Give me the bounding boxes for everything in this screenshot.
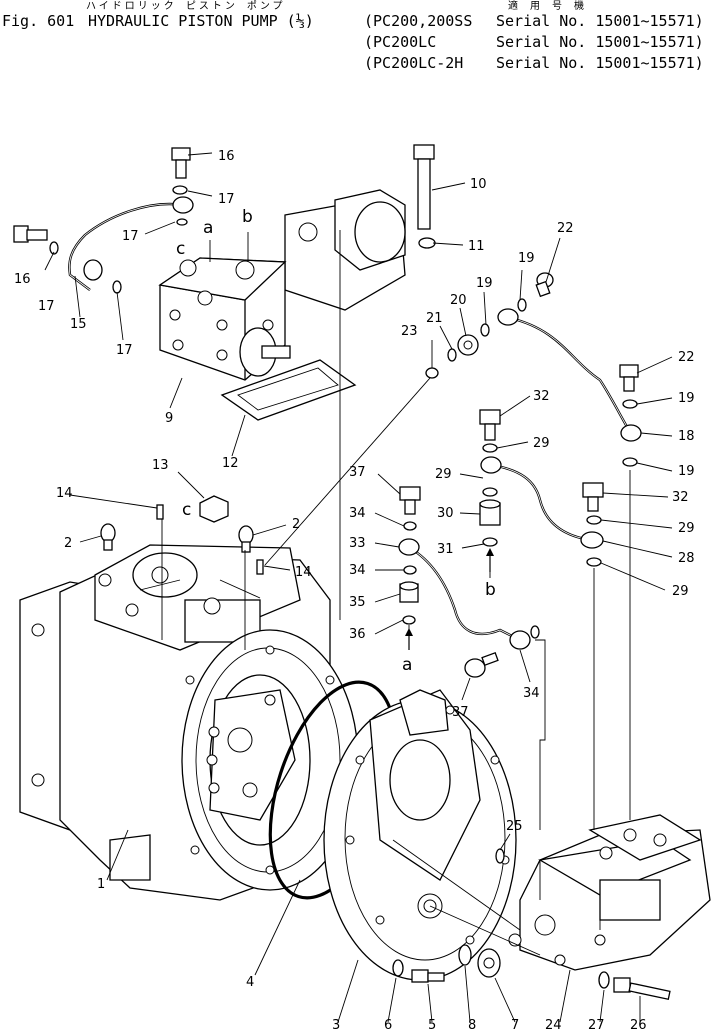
control-valve-block: [508, 814, 711, 971]
callout-number: 34: [523, 686, 540, 701]
callout-number: 22: [557, 221, 574, 236]
callout-number: 37: [349, 465, 366, 480]
callout-number: 12: [222, 456, 239, 471]
figure-number: Fig. 601: [2, 12, 75, 30]
callout-number: 1: [97, 877, 105, 892]
callout-number: 33: [349, 536, 366, 551]
callout-number: 29: [533, 436, 550, 451]
connection-letter: a: [203, 218, 213, 238]
callout-number: 11: [468, 239, 485, 254]
callout-number: 37: [452, 705, 469, 720]
callout-number: 6: [384, 1018, 392, 1029]
callout-number: 7: [511, 1018, 519, 1029]
callout-number: 5: [428, 1018, 436, 1029]
callout-number: 34: [349, 506, 366, 521]
callout-number: 21: [426, 311, 443, 326]
callout-number: 8: [468, 1018, 476, 1029]
gasket: [220, 359, 357, 421]
callout-number: 34: [349, 563, 366, 578]
callout-number: 24: [545, 1018, 562, 1029]
callout-number: 36: [349, 627, 366, 642]
callout-number: 14: [56, 486, 73, 501]
callout-number: 17: [122, 229, 139, 244]
callout-labels: 1 2 2 3 4 5 6 7 8 9 10 11 12 13 14 14 15…: [14, 149, 695, 1029]
callout-number: 19: [678, 464, 695, 479]
callout-number: 15: [70, 317, 87, 332]
callout-number: 28: [678, 551, 695, 566]
serial-range: Serial No. 15001~15571): [496, 33, 704, 51]
connection-letter-labels: a a b b c c: [176, 207, 496, 675]
callout-number: 35: [349, 595, 366, 610]
callout-number: 26: [630, 1018, 647, 1029]
pump-housing: [19, 544, 359, 901]
callout-number: 32: [533, 389, 550, 404]
callout-number: 32: [672, 490, 689, 505]
model-name: (PC200LC: [364, 33, 437, 51]
callout-number: 17: [116, 343, 133, 358]
callout-number: 31: [437, 542, 454, 557]
connection-letter: b: [242, 207, 253, 227]
regulator-valve-block: [158, 189, 406, 381]
callout-number: 10: [470, 177, 487, 192]
callout-number: 29: [672, 584, 689, 599]
end-cover: [323, 689, 517, 981]
serial-range: Serial No. 15001~15571): [496, 54, 704, 72]
callout-number: 17: [38, 299, 55, 314]
callout-number: 4: [246, 975, 254, 990]
connection-letter: c: [176, 239, 185, 259]
callout-number: 30: [437, 506, 454, 521]
callout-number: 19: [476, 276, 493, 291]
callout-number: 18: [678, 429, 695, 444]
connection-letter: c: [182, 500, 191, 520]
model-name: (PC200LC-2H: [364, 54, 464, 72]
callout-number: 13: [152, 458, 169, 473]
callout-number: 29: [678, 521, 695, 536]
model-name: (PC200,200SS: [364, 12, 473, 30]
callout-number: 19: [518, 251, 535, 266]
flow-arrows: [405, 548, 494, 650]
callout-number: 14: [295, 565, 312, 580]
callout-number: 23: [401, 324, 418, 339]
serial-range: Serial No. 15001~15571): [496, 12, 704, 30]
callout-number: 16: [14, 272, 31, 287]
callout-number: 3: [332, 1018, 340, 1029]
callout-number: 20: [450, 293, 467, 308]
callout-number: 22: [678, 350, 695, 365]
connection-lines: [161, 230, 631, 956]
callout-number: 2: [292, 517, 300, 532]
connection-letter: a: [402, 655, 412, 675]
figure-title: HYDRAULIC PISTON PUMP (⅓): [88, 12, 314, 30]
callout-number: 16: [218, 149, 235, 164]
callout-number: 25: [506, 819, 523, 834]
japanese-title: ハイドロリック ピストン ポンプ: [86, 1, 286, 12]
connection-letter: b: [485, 580, 496, 600]
callout-number: 19: [678, 391, 695, 406]
callout-number: 17: [218, 192, 235, 207]
applicable-machines-label: 適 用 号 機: [508, 1, 588, 12]
callout-number: 29: [435, 467, 452, 482]
callout-number: 9: [165, 411, 173, 426]
callout-number: 2: [64, 536, 72, 551]
callout-number: 27: [588, 1018, 605, 1029]
